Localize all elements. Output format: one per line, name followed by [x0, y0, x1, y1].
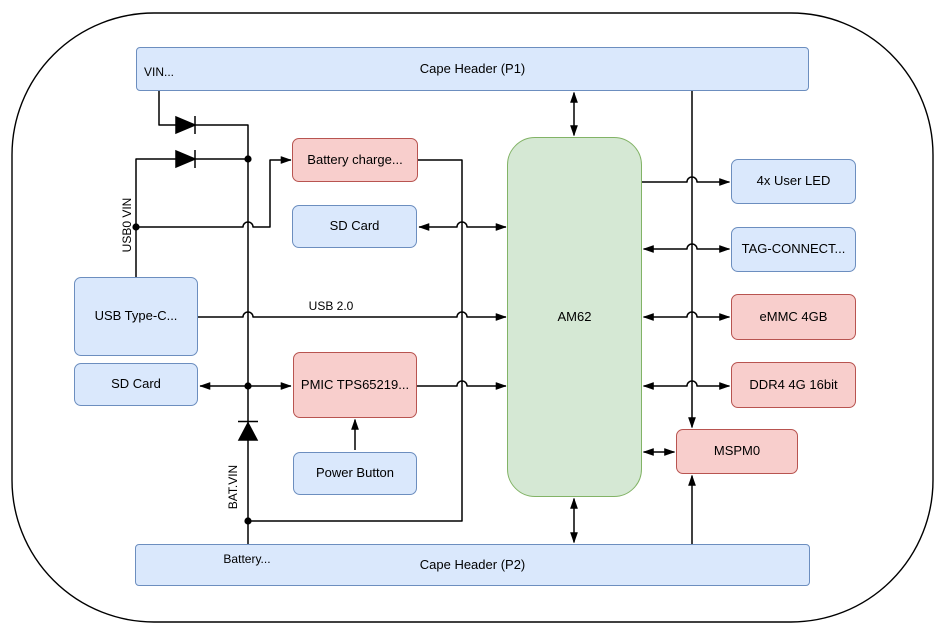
node-label: Cape Header (P2) [419, 556, 526, 572]
node-tag-connect: TAG-CONNECT... [731, 227, 856, 272]
node-user-led: 4x User LED [731, 159, 856, 204]
node-usb-type-c: USB Type-C... [74, 277, 198, 356]
node-label: SD Card [111, 376, 161, 392]
node-label: PMIC TPS65219... [300, 376, 410, 392]
node-label: DDR4 4G 16bit [749, 376, 838, 392]
edge-am62-emmc [643, 311, 730, 321]
node-power-button: Power Button [293, 452, 417, 495]
node-label: MSPM0 [713, 443, 761, 459]
node-label: USB Type-C... [94, 308, 178, 324]
node-label: AM62 [557, 308, 592, 324]
node-label: 4x User LED [756, 173, 831, 189]
node-sd-card-mid: SD Card [292, 205, 417, 248]
node-am62: AM62 [507, 137, 642, 497]
node-battery-charger: Battery charge... [292, 138, 418, 182]
edge-sdcard-am62 [418, 221, 507, 231]
edge-am62-ddr4 [643, 380, 730, 390]
node-pmic: PMIC TPS65219... [293, 352, 417, 418]
junction-dot [244, 382, 252, 390]
label-usb-2-0: USB 2.0 [308, 299, 354, 313]
usb0vin-diode-icon [175, 149, 197, 169]
node-emmc: eMMC 4GB [731, 294, 856, 340]
label-vin: VIN... [143, 65, 175, 79]
node-mspm0: MSPM0 [676, 429, 798, 474]
vin-diode-icon [175, 115, 197, 135]
junction-dot [244, 517, 252, 525]
junction-dot [244, 155, 252, 163]
node-label: Battery charge... [307, 151, 403, 167]
edge-pmic-am62 [417, 380, 507, 390]
batvin-diode-icon [237, 420, 259, 441]
edge-am62-tagconnect [643, 243, 730, 253]
node-label: Cape Header (P1) [419, 60, 526, 76]
node-label: SD Card [329, 218, 380, 234]
node-cape-header-p1: Cape Header (P1) [136, 47, 809, 91]
label-battery: Battery... [223, 552, 271, 566]
node-sd-card-left: SD Card [74, 363, 198, 406]
label-bat-vin: BAT.VIN [226, 464, 240, 510]
edge-am62-led [642, 176, 730, 186]
node-ddr4: DDR4 4G 16bit [731, 362, 856, 408]
edge-vin-rail [158, 91, 249, 159]
edge-usb0-vin-rail [135, 158, 248, 277]
label-usb0-vin: USB0 VIN [120, 197, 134, 253]
node-label: Power Button [315, 465, 395, 481]
node-label: TAG-CONNECT... [741, 241, 846, 257]
edge-usb0vin-to-charger [136, 156, 292, 228]
node-label: eMMC 4GB [759, 308, 828, 324]
